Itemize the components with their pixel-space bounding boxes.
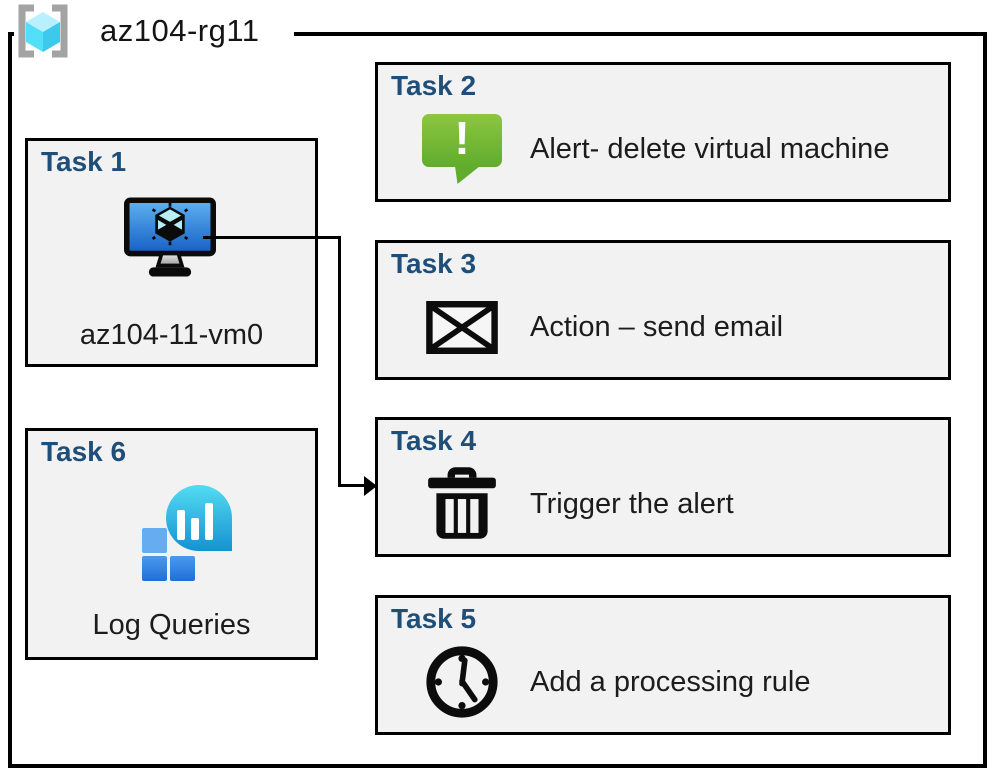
task6-heading: Task 6 — [41, 436, 127, 467]
task6-label: Log Queries — [92, 609, 251, 641]
task2-label: Alert- delete virtual machine — [530, 132, 890, 165]
task3-label: Action – send email — [530, 310, 784, 343]
connector-arrowhead-icon — [364, 476, 377, 496]
task6-box: Task 6 Log Queries — [25, 428, 318, 660]
alert-icon: ! — [422, 111, 502, 184]
task5-heading: Task 5 — [391, 603, 477, 634]
task4-heading: Task 4 — [391, 425, 477, 456]
resource-group-header: az104-rg11 — [14, 2, 294, 60]
task4-label: Trigger the alert — [530, 487, 734, 520]
connector-line-vertical — [338, 236, 341, 486]
delete-trash-icon — [428, 467, 496, 539]
task1-heading: Task 1 — [41, 146, 127, 177]
task4-box: Task 4 Trigger the alert — [375, 417, 951, 557]
connector-line-horizontal-to-task4 — [338, 484, 368, 487]
resource-group-name: az104-rg11 — [100, 13, 260, 48]
task1-box: Task 1 az104 — [25, 138, 318, 367]
log-analytics-icon — [140, 485, 236, 588]
task2-box: Task 2 ! Alert- delete virtual machine — [375, 62, 951, 202]
connector-line-horizontal-from-vm — [203, 236, 341, 239]
clock-icon — [426, 646, 498, 718]
task5-label: Add a processing rule — [530, 665, 811, 698]
task3-heading: Task 3 — [391, 248, 477, 279]
task1-label: az104-11-vm0 — [79, 319, 264, 351]
virtual-machine-icon — [124, 197, 216, 282]
resource-group-icon — [18, 4, 68, 58]
task2-heading: Task 2 — [391, 70, 477, 101]
email-icon — [426, 300, 498, 354]
exclamation-glyph: ! — [454, 111, 470, 164]
task5-box: Task 5 Add a processing rule — [375, 595, 951, 735]
task3-box: Task 3 Action – send email — [375, 240, 951, 380]
